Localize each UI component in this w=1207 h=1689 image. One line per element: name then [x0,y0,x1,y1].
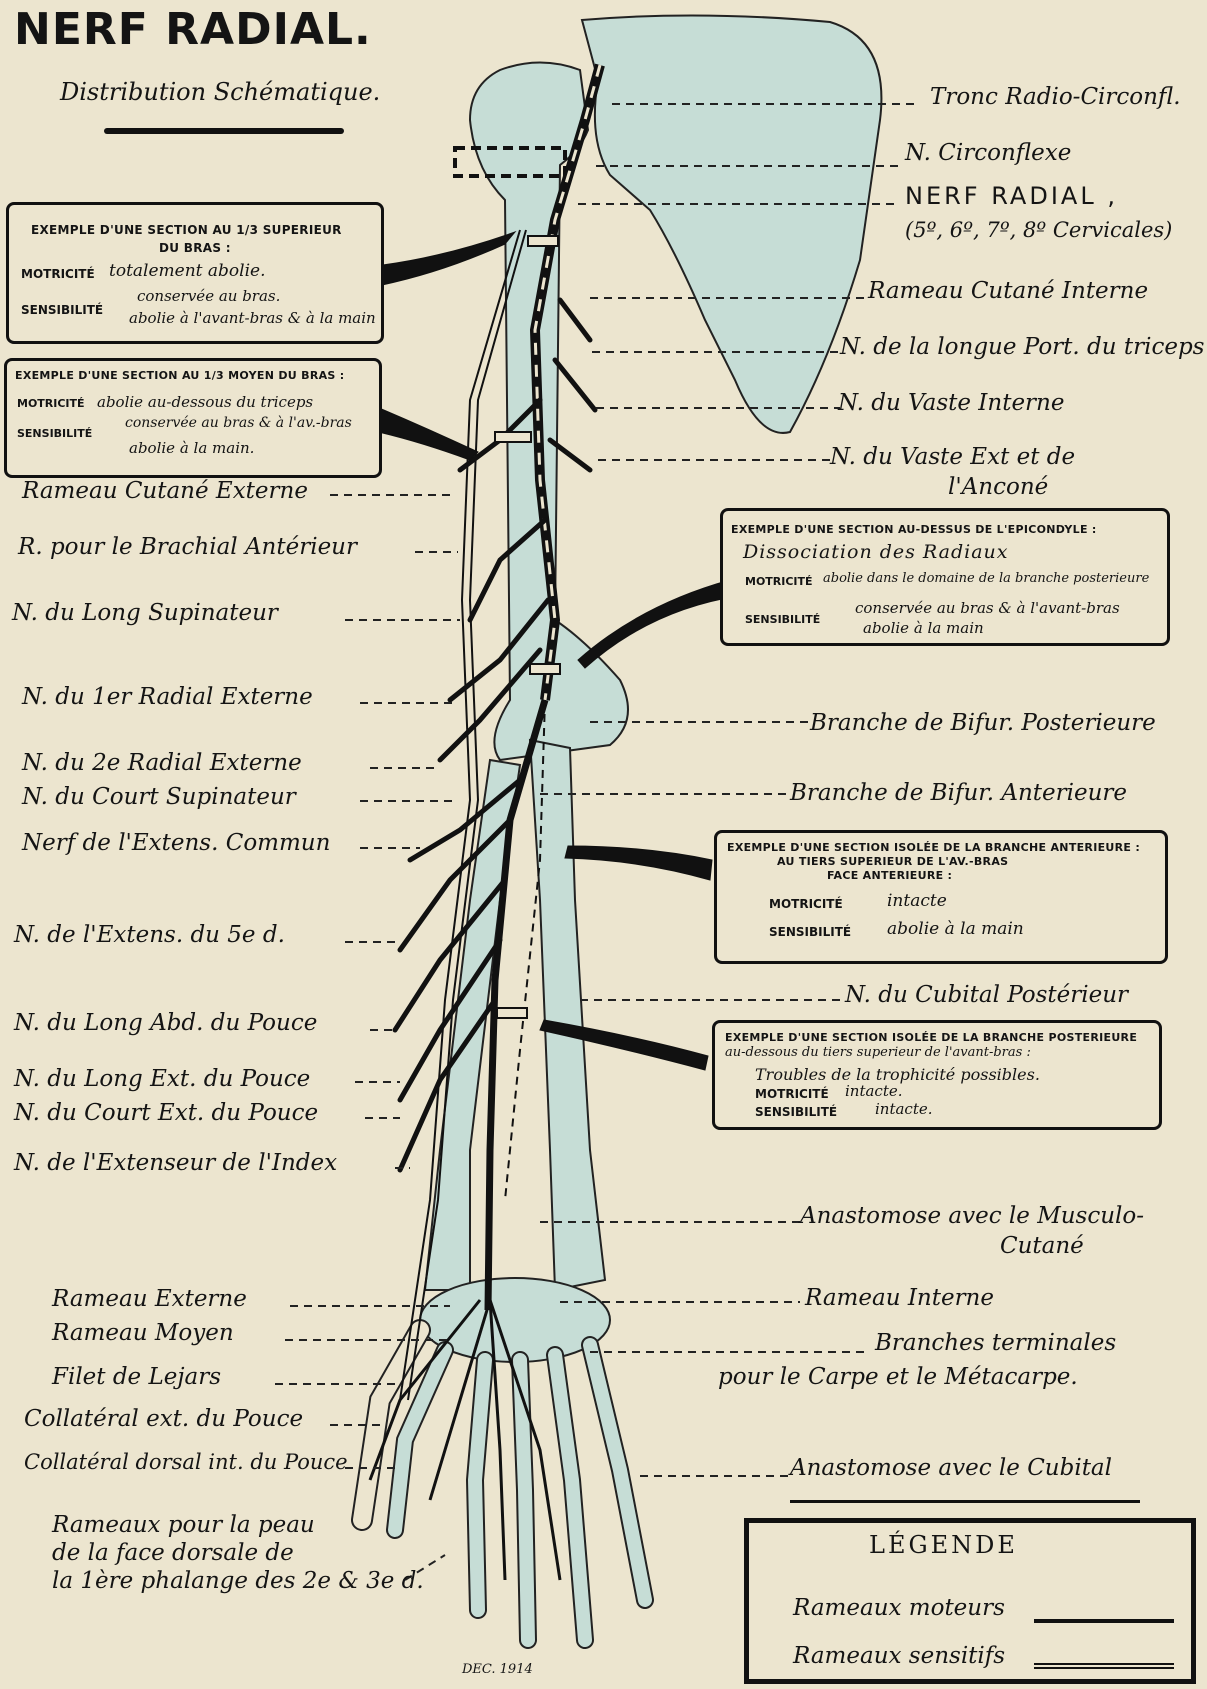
label-vaste-interne: N. du Vaste Interne [838,390,1064,416]
legend-sensory-label: Rameaux sensitifs [793,1643,1005,1669]
label-tronc-radio-circonflexe: Tronc Radio-Circonfl. [930,84,1181,110]
box1-sens-a: conservée au bras. [137,287,280,305]
label-nerf-radial: NERF RADIAL , [905,182,1118,210]
label-extenseur-5e: N. de l'Extens. du 5e d. [14,922,285,948]
legend-title: LÉGENDE [869,1531,1018,1559]
box1-sens-b: abolie à l'avant-bras & à la main [129,309,376,327]
label-rameau-cutane-externe: Rameau Cutané Externe [22,478,308,504]
label-rameaux-peau-2: de la face dorsale de [52,1540,294,1566]
box4-sens-text: abolie à la main [887,919,1024,939]
box4-sens-label: Sensibilité [769,925,851,939]
box5-line1: Exemple d'une section isolée de la branc… [725,1031,1137,1044]
label-2e-radial-externe: N. du 2e Radial Externe [22,750,302,776]
label-rameaux-peau-3: la 1ère phalange des 2e & 3e d. [52,1568,424,1594]
label-collateral-dorsal-pouce: Collatéral dorsal int. du Pouce [24,1450,348,1474]
box4-line2: au tiers superieur de l'av.-bras [777,855,1008,868]
box4-motor-text: intacte [887,891,947,911]
box5-motor-label: Motricité [755,1087,829,1101]
box3-motor-label: Motricité [745,575,813,588]
box1-sens-label: Sensibilité [21,303,103,317]
box5-line2: au-dessous du tiers superieur de l'avant… [725,1045,1031,1060]
box2-line1: Exemple d'une section au 1/3 moyen du br… [15,369,344,382]
box3-line2: Dissociation des Radiaux [743,541,1009,563]
label-rameau-externe: Rameau Externe [52,1286,247,1312]
section-box-mid-arm: Exemple d'une section au 1/3 moyen du br… [4,358,382,478]
box5-sens-text: intacte. [875,1100,933,1118]
box1-motor-text: totalement abolie. [109,261,266,281]
label-long-supinateur: N. du Long Supinateur [12,600,278,626]
label-court-ext-pouce: N. du Court Ext. du Pouce [14,1100,318,1126]
label-filet-lejars: Filet de Lejars [52,1364,221,1390]
label-court-supinateur: N. du Court Supinateur [22,784,296,810]
label-rameau-cutane-interne: Rameau Cutané Interne [868,278,1148,304]
box1-motor-label: Motricité [21,267,95,281]
box2-sens-a: conservée au bras & à l'av.-bras [125,415,352,431]
box1-line2: du bras : [159,241,231,255]
label-cubital-posterieur: N. du Cubital Postérieur [845,982,1128,1008]
box2-sens-label: Sensibilité [17,427,92,440]
box3-sens-b: abolie à la main [863,619,984,637]
box2-sens-b: abolie à la main. [129,439,254,457]
box2-motor-label: Motricité [17,397,85,410]
label-long-abd-pouce: N. du Long Abd. du Pouce [14,1010,317,1036]
box3-line1: Exemple d'une section au-dessus de l'epi… [731,523,1097,536]
legend-sensory-line [1034,1663,1174,1669]
label-extenseur-commun: Nerf de l'Extens. Commun [22,830,330,856]
scapula [582,15,881,432]
label-carpe-metacarpe: pour le Carpe et le Métacarpe. [718,1364,1078,1390]
legend-motor-line [1034,1619,1174,1623]
section-box-anterior-branch: Exemple d'une section isolée de la branc… [714,830,1168,964]
label-nerf-circonflexe: N. Circonflexe [905,140,1071,166]
legend-box: LÉGENDE Rameaux moteurs Rameaux sensitif… [744,1518,1196,1684]
label-anastomose-musculo: Anastomose avec le Musculo- [800,1203,1144,1229]
label-vaste-externe: N. du Vaste Ext et de [830,444,1075,470]
legend-motor-label: Rameaux moteurs [793,1595,1005,1621]
ulna [530,740,605,1290]
label-cutane: Cutané [1000,1233,1084,1259]
label-collateral-ext-pouce: Collatéral ext. du Pouce [24,1406,303,1432]
label-brachial-anterieur: R. pour le Brachial Antérieur [18,534,357,560]
label-branches-terminales: Branches terminales [875,1330,1116,1356]
box1-line1: Exemple d'une section au 1/3 superieur [31,223,342,237]
label-extenseur-index: N. de l'Extenseur de l'Index [14,1150,337,1176]
divider [790,1500,1140,1503]
label-branche-anterieure: Branche de Bifur. Anterieure [790,780,1127,806]
label-ancone: l'Anconé [948,474,1048,500]
box5-motor-text: intacte. [845,1082,903,1100]
box2-motor-text: abolie au-dessous du triceps [97,393,313,411]
label-longue-portion-triceps: N. de la longue Port. du triceps [840,334,1205,360]
box4-line1: Exemple d'une section isolée de la branc… [727,841,1140,854]
box3-sens-label: Sensibilité [745,613,820,626]
label-branche-posterieure: Branche de Bifur. Posterieure [810,710,1156,736]
section-box-upper-arm: Exemple d'une section au 1/3 superieur d… [6,202,384,344]
label-anastomose-cubital: Anastomose avec le Cubital [790,1455,1112,1481]
section-box-posterior-branch: Exemple d'une section isolée de la branc… [712,1020,1162,1130]
label-long-ext-pouce: N. du Long Ext. du Pouce [14,1066,310,1092]
box3-sens-a: conservée au bras & à l'avant-bras [855,599,1120,617]
label-1er-radial-externe: N. du 1er Radial Externe [22,684,313,710]
label-rameaux-peau-1: Rameaux pour la peau [52,1512,315,1538]
label-cervicales: (5º, 6º, 7º, 8º Cervicales) [905,218,1172,242]
label-rameau-moyen: Rameau Moyen [52,1320,234,1346]
box4-motor-label: Motricité [769,897,843,911]
signature: DEC. 1914 [462,1662,533,1677]
label-rameau-interne: Rameau Interne [805,1285,994,1311]
box3-motor-text: abolie dans le domaine de la branche pos… [823,571,1153,586]
section-box-epicondyle: Exemple d'une section au-dessus de l'epi… [720,508,1170,646]
box5-sens-label: Sensibilité [755,1105,837,1119]
box4-line3: face anterieure : [827,869,952,882]
